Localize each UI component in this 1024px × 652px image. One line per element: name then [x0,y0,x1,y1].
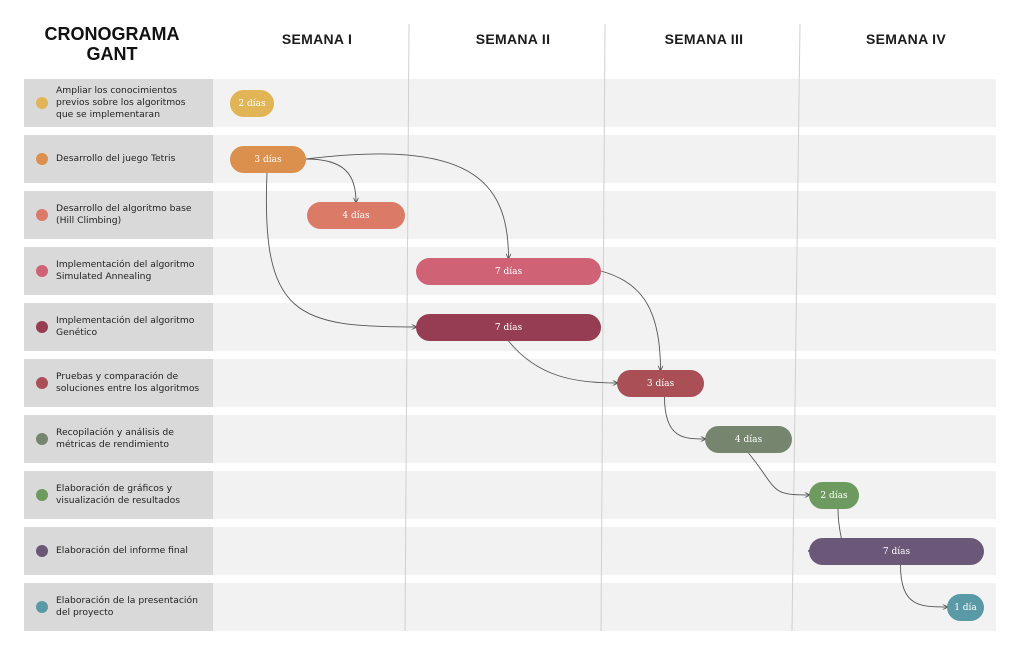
task-label-cell: Elaboración de gráficos y visualización … [24,471,213,519]
task-bar[interactable]: 7 días [416,258,601,285]
task-label-cell: Desarrollo del juego Tetris [24,135,213,183]
task-row-track [213,135,996,183]
task-duration: 7 días [494,266,523,277]
week-header-1: SEMANA I [281,31,353,47]
task-label: Desarrollo del juego Tetris [56,153,176,164]
task-label: Elaboración de la presentación del proye… [56,595,198,618]
task-bar[interactable]: 4 días [307,202,405,229]
task-row-track [213,79,996,127]
task-label-cell: Elaboración de la presentación del proye… [24,583,213,631]
task-bar[interactable]: 2 días [809,482,859,509]
task-duration: 4 días [734,434,763,445]
task-color-dot [36,265,48,277]
task-duration: 4 días [342,210,370,221]
task-row-track [213,247,996,295]
task-duration: 2 días [238,98,266,109]
task-color-dot [36,97,48,109]
task-color-dot [36,321,48,333]
task-label: Implementación del algoritmo Genético [56,315,195,338]
chart-title: CRONOGRAMA GANT [24,24,200,64]
task-row-track [213,471,996,519]
task-label: Elaboración del informe final [56,545,188,556]
task-color-dot [36,433,48,445]
task-duration: 7 días [882,546,911,557]
task-color-dot [36,601,48,613]
task-label-cell: Recopilación y análisis de métricas de r… [24,415,213,463]
task-label: Elaboración de gráficos y visualización … [56,483,181,506]
task-label-cell: Implementación del algoritmo Simulated A… [24,247,213,295]
task-color-dot [36,489,48,501]
task-color-dot [36,545,48,557]
week-header-2: SEMANA II [475,31,551,47]
task-duration: 3 días [646,378,675,389]
task-label: Implementación del algoritmo Simulated A… [56,259,195,282]
title-line-2: GANT [86,44,138,64]
task-row-track [213,415,996,463]
task-color-dot [36,153,48,165]
task-row-track [213,359,996,407]
task-label-cell: Elaboración del informe final [24,527,213,575]
week-header-3: SEMANA III [664,31,744,47]
task-label: Pruebas y comparación de soluciones entr… [56,371,200,394]
task-duration: 2 días [820,490,848,501]
task-duration: 3 días [254,154,282,165]
task-label-cell: Ampliar los conocimientos previos sobre … [24,79,213,127]
week-header-4: SEMANA IV [866,31,946,47]
task-label-cell: Pruebas y comparación de soluciones entr… [24,359,213,407]
task-bar[interactable]: 7 días [809,538,984,565]
task-bar[interactable]: 1 día [947,594,984,621]
task-label-cell: Desarrollo del algoritmo base (Hill Clim… [24,191,213,239]
task-label: Ampliar los conocimientos previos sobre … [56,85,186,120]
task-row-track [213,583,996,631]
task-bar[interactable]: 7 días [416,314,601,341]
title-line-1: CRONOGRAMA [44,24,180,44]
task-bar[interactable]: 3 días [617,370,704,397]
task-row-track [213,303,996,351]
task-bar[interactable]: 4 días [705,426,792,453]
task-label: Recopilación y análisis de métricas de r… [56,427,174,450]
task-label-cell: Implementación del algoritmo Genético [24,303,213,351]
task-duration: 7 días [494,322,523,333]
task-bar[interactable]: 2 días [230,90,274,117]
task-color-dot [36,209,48,221]
task-duration: 1 día [954,602,977,613]
task-label: Desarrollo del algoritmo base (Hill Clim… [56,203,192,226]
task-bar[interactable]: 3 días [230,146,306,173]
task-color-dot [36,377,48,389]
